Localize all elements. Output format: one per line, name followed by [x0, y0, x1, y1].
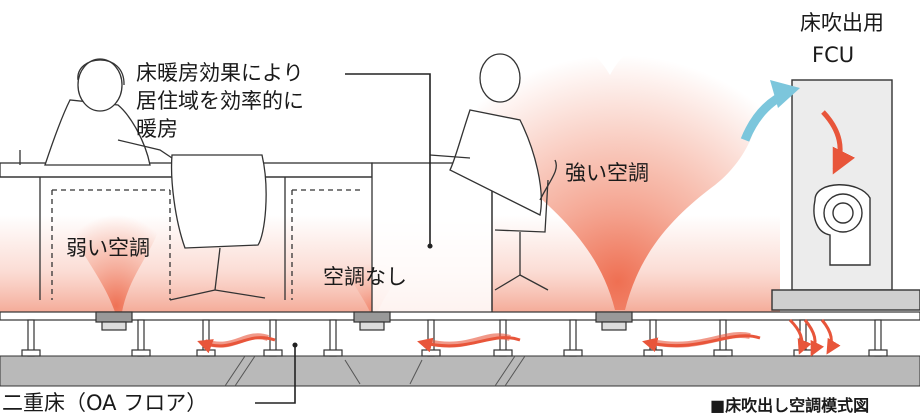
effect-label-line3: 暖房	[136, 117, 178, 141]
weak-airflow-plume	[70, 190, 163, 312]
weak-airflow-label: 弱い空調	[66, 236, 150, 260]
effect-leader-line	[345, 73, 433, 249]
floor-diffusers	[95, 311, 633, 331]
effect-label-line2: 居住域を効率的に	[136, 89, 304, 113]
raised-floor-label: 二重床（OA フロア）	[2, 391, 208, 414]
strong-airflow-label: 強い空調	[565, 161, 649, 185]
fcu-label-line2: FCU	[812, 43, 855, 67]
chair-right	[494, 179, 549, 291]
raised-floor	[0, 311, 920, 387]
diagram-caption: ■床吹出し空調模式図	[710, 396, 870, 414]
person-right	[429, 53, 557, 216]
return-air-arrowhead	[770, 80, 800, 108]
chair-left	[169, 154, 267, 301]
effect-label-line1: 床暖房効果により	[136, 61, 304, 85]
fcu-label-line1: 床吹出用	[800, 11, 884, 35]
floor-leader-line	[255, 342, 298, 404]
no-airflow-label: 空調なし	[323, 265, 407, 289]
person-left	[19, 58, 176, 166]
fcu-intake-arrow	[821, 110, 856, 175]
strong-airflow-plume	[476, 26, 760, 311]
fcu-unit	[771, 79, 920, 311]
